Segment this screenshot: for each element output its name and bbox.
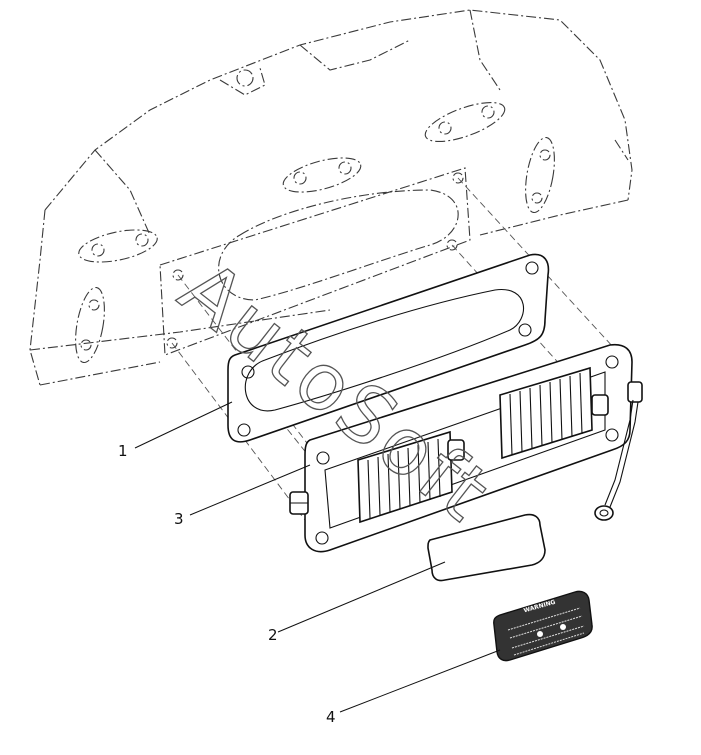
callout-1: 1 — [118, 442, 128, 460]
terminal-nut-left — [289, 491, 309, 515]
mounting-face-outline — [159, 167, 471, 356]
engine-housing-outline — [29, 9, 633, 386]
heating-element-right — [499, 366, 593, 460]
callout-2: 2 — [268, 626, 278, 644]
warning-plate-part-4: WARNING — [493, 590, 593, 662]
heating-element-left — [357, 430, 453, 524]
terminal-nut-right — [591, 394, 609, 416]
terminal-nut-far-right — [627, 381, 643, 403]
cover-plate-part-2 — [427, 513, 546, 582]
callout-4: 4 — [326, 708, 336, 726]
gasket-part-1 — [227, 253, 550, 443]
callout-labels: 1 2 3 4 — [118, 442, 336, 726]
ground-cable — [594, 399, 639, 521]
callout-3: 3 — [174, 510, 184, 528]
leader-lines — [134, 401, 501, 713]
housing-bolt-bosses — [75, 69, 555, 364]
heater-assembly-part-3 — [289, 343, 643, 553]
terminal-nut-center — [447, 439, 465, 461]
